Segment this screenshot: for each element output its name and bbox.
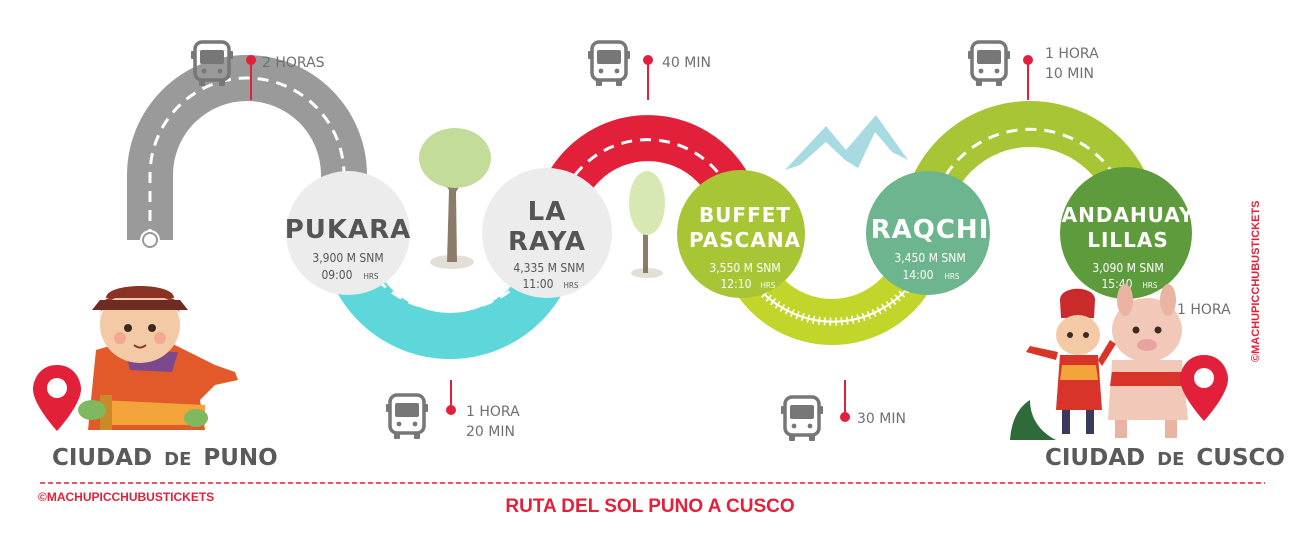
- duration-label-2b: 20 MIN: [466, 424, 515, 440]
- stop-name: PUKARA: [285, 215, 412, 245]
- stop-altitude: 3,550 M SNM: [709, 261, 780, 275]
- stop-time: 12:10: [720, 277, 751, 291]
- connectors: [250, 62, 1029, 415]
- origin-illustration: [78, 286, 238, 430]
- connector-dots: [246, 55, 1033, 422]
- destination-illustration: [1010, 284, 1188, 440]
- credit-vertical: ©MACHUPICCHUBUSTICKETS: [1250, 201, 1262, 363]
- stop-time: 09:00: [321, 268, 352, 282]
- bus-icon: [586, 40, 632, 88]
- destination-label: CIUDAD DE CUSCO: [1045, 445, 1285, 471]
- origin-label: CIUDAD DE PUNO: [52, 445, 278, 471]
- stop-raqchi: RAQCHI 3,450 M SNM 14:00 HRS: [866, 171, 990, 295]
- stop-name-line2: PASCANA: [689, 228, 801, 252]
- stop-altitude: 3,900 M SNM: [312, 251, 383, 265]
- stop-pukara: PUKARA 3,900 M SNM 09:00 HRS: [285, 171, 412, 295]
- bus-icon: [966, 40, 1012, 88]
- road-segment-green-dash: [944, 127, 1116, 176]
- duration-label-3: 40 MIN: [662, 55, 711, 71]
- bus-icon: [779, 395, 825, 443]
- start-point-core: [142, 232, 158, 248]
- duration-label-5: 1 HORA: [1045, 46, 1099, 62]
- location-pin-icon: [1180, 355, 1228, 421]
- stop-name: RAQCHI: [871, 215, 990, 245]
- stop-name: LA: [528, 197, 567, 227]
- stop-name-line2: RAYA: [508, 227, 586, 257]
- road-segment-gray-dash: [148, 76, 346, 240]
- stop-time-unit: HRS: [945, 272, 960, 281]
- stop-time: 14:00: [902, 268, 933, 282]
- credit-bottom: ©MACHUPICCHUBUSTICKETS: [38, 490, 214, 504]
- tree-illustration: [419, 128, 491, 269]
- stop-time: 11:00: [522, 277, 553, 291]
- stop-time-unit: HRS: [364, 272, 379, 281]
- tree-illustration-small: [629, 171, 665, 278]
- stop-time-unit: HRS: [564, 281, 579, 290]
- duration-label-1: 2 HORAS: [262, 55, 325, 71]
- stop-altitude: 3,450 M SNM: [894, 251, 965, 265]
- stop-buffet-pascana: BUFFET PASCANA 3,550 M SNM 12:10 HRS: [677, 170, 805, 298]
- stop-name: ANDAHUAY: [1062, 203, 1195, 227]
- page-title: RUTA DEL SOL PUNO A CUSCO: [505, 496, 794, 517]
- stop-la-raya: LA RAYA 4,335 M SNM 11:00 HRS: [482, 168, 612, 298]
- stop-name: BUFFET: [699, 203, 791, 227]
- durations: 2 HORAS 1 HORA 20 MIN 40 MIN 30 MIN 1 HO…: [262, 46, 1231, 440]
- stop-andahuaylillas: ANDAHUAY LILLAS 3,090 M SNM 15:40 HRS: [1060, 167, 1195, 299]
- stop-time-unit: HRS: [761, 281, 776, 290]
- duration-label-4: 30 MIN: [857, 411, 906, 427]
- stop-altitude: 4,335 M SNM: [513, 261, 584, 275]
- duration-label-5b: 10 MIN: [1045, 66, 1094, 82]
- stop-time-unit: HRS: [1143, 281, 1158, 290]
- stop-altitude: 3,090 M SNM: [1092, 261, 1163, 275]
- stop-name-line2: LILLAS: [1087, 228, 1169, 252]
- duration-label-6: 1 HORA: [1177, 302, 1231, 318]
- rail-track-line: [759, 289, 907, 323]
- bus-icon: [384, 393, 430, 441]
- road-segment-red-dash: [573, 138, 722, 176]
- mountain-illustration: [785, 115, 908, 170]
- location-pin-icon: [33, 365, 81, 431]
- duration-label-2: 1 HORA: [466, 404, 520, 420]
